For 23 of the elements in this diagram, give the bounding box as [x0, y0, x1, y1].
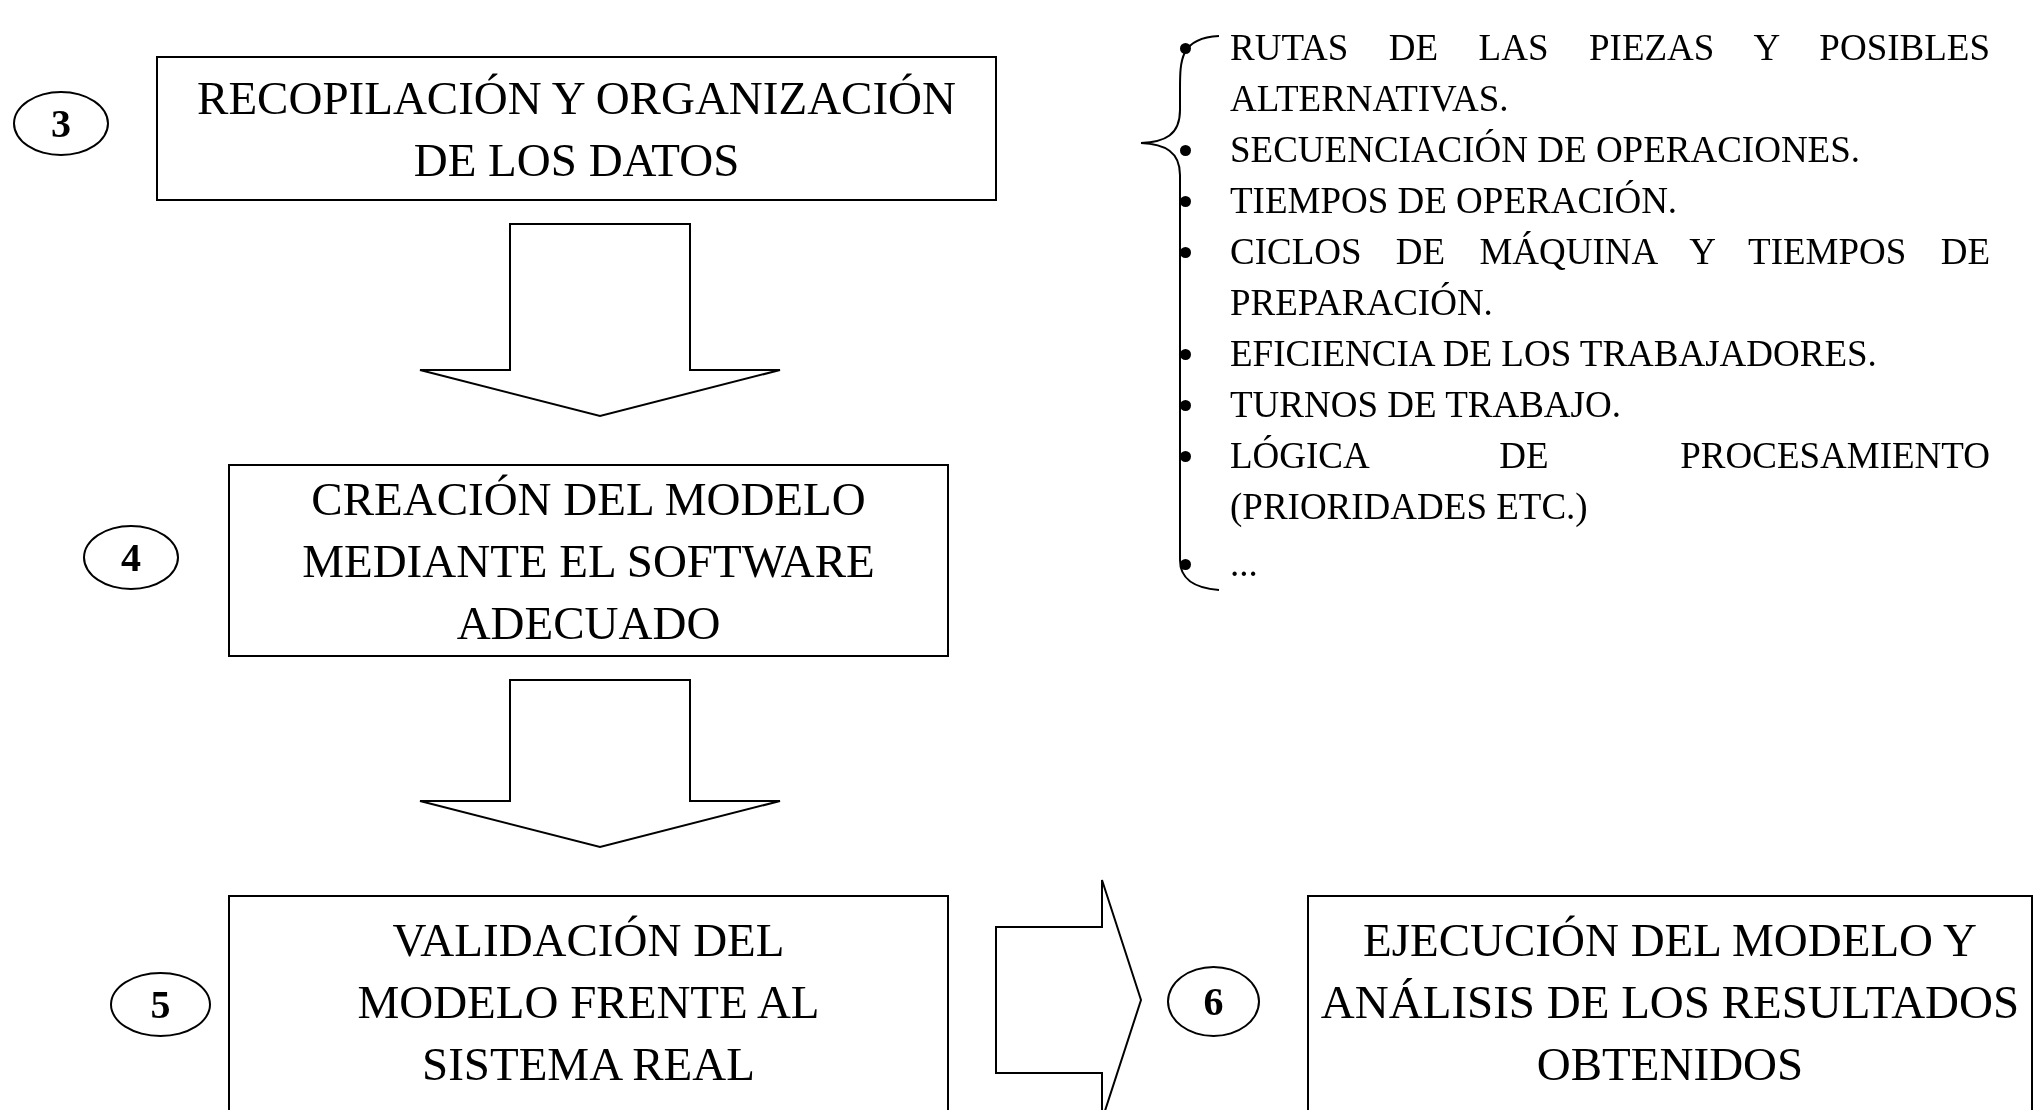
list-item: LÓGICA DE PROCESAMIENTO (PRIORIDADES ETC.): [1230, 434, 1990, 529]
process-box: [1307, 895, 2033, 1110]
block-arrow: [419, 223, 781, 418]
step-number: 5: [150, 981, 171, 1028]
list-item: RUTAS DE LAS PIEZAS Y POSIBLES ALTERNATIVAS.: [1230, 26, 1990, 121]
step-number: 4: [121, 534, 141, 581]
block-arrow: [419, 679, 781, 849]
list-item: TIEMPOS DE OPERACIÓN.: [1230, 179, 1679, 223]
step-text: VALIDACIÓN DEL MODELO FRENTE AL SISTEMA REAL: [356, 913, 821, 1092]
list-item: CICLOS DE MÁQUINA Y TIEMPOS DE PREPARACIÓN.: [1230, 230, 1990, 325]
list-item: SECUENCIACIÓN DE OPERACIONES.: [1230, 128, 1862, 172]
step-number: 6: [1203, 978, 1224, 1025]
list-item: ...: [1230, 542, 1259, 586]
list-item: EFICIENCIA DE LOS TRABAJADORES.: [1230, 332, 1878, 376]
list-item: TURNOS DE TRABAJO.: [1230, 383, 1622, 427]
step-number: 3: [51, 100, 71, 147]
step-text: RECOPILACIÓN Y ORGANIZACIÓN DE LOS DATOS: [196, 70, 957, 188]
step-text: CREACIÓN DEL MODELO MEDIANTE EL SOFTWARE ADECUADO: [301, 471, 876, 651]
process-box: [228, 895, 949, 1110]
process-box: [228, 464, 949, 657]
process-box: [156, 56, 997, 201]
step-text: EJECUCIÓN DEL MODELO Y ANÁLISIS DE LOS RESULTADOS OBTENIDOS: [1319, 913, 2021, 1092]
block-arrow: [995, 879, 1143, 1110]
